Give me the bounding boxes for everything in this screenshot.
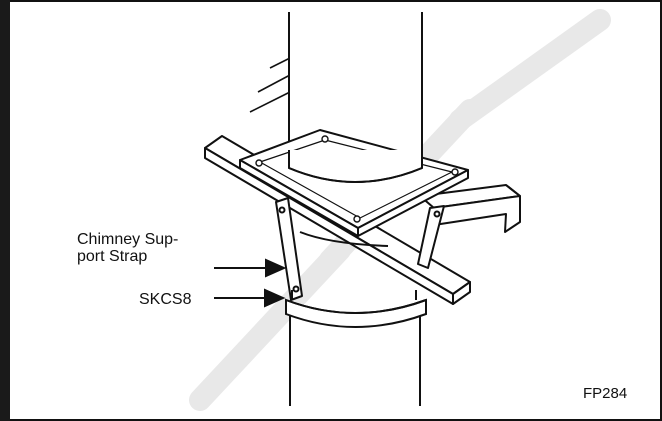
strap-label-line1: Chimney Sup- [77, 231, 179, 248]
skcs8-label: SKCS8 [139, 291, 192, 308]
plate-screws [255, 135, 459, 223]
pipe-collar [288, 150, 423, 183]
skcs8-band [285, 290, 427, 328]
strap-label-line2: port Strap [77, 248, 148, 265]
right-ceiling-joist [419, 184, 521, 233]
support-strap-left [275, 197, 303, 301]
support-strap-right [417, 205, 445, 269]
strap-pointer-arrow [214, 258, 287, 278]
chimney-pipe-lower [289, 231, 421, 406]
skcs8-pointer-arrow [214, 288, 286, 308]
background-joist-lines [249, 57, 291, 113]
figure-code: FP284 [583, 385, 628, 402]
figure-left-bar [0, 0, 10, 421]
chimney-support-strap-label: Chimney Sup- port Strap [77, 231, 178, 265]
